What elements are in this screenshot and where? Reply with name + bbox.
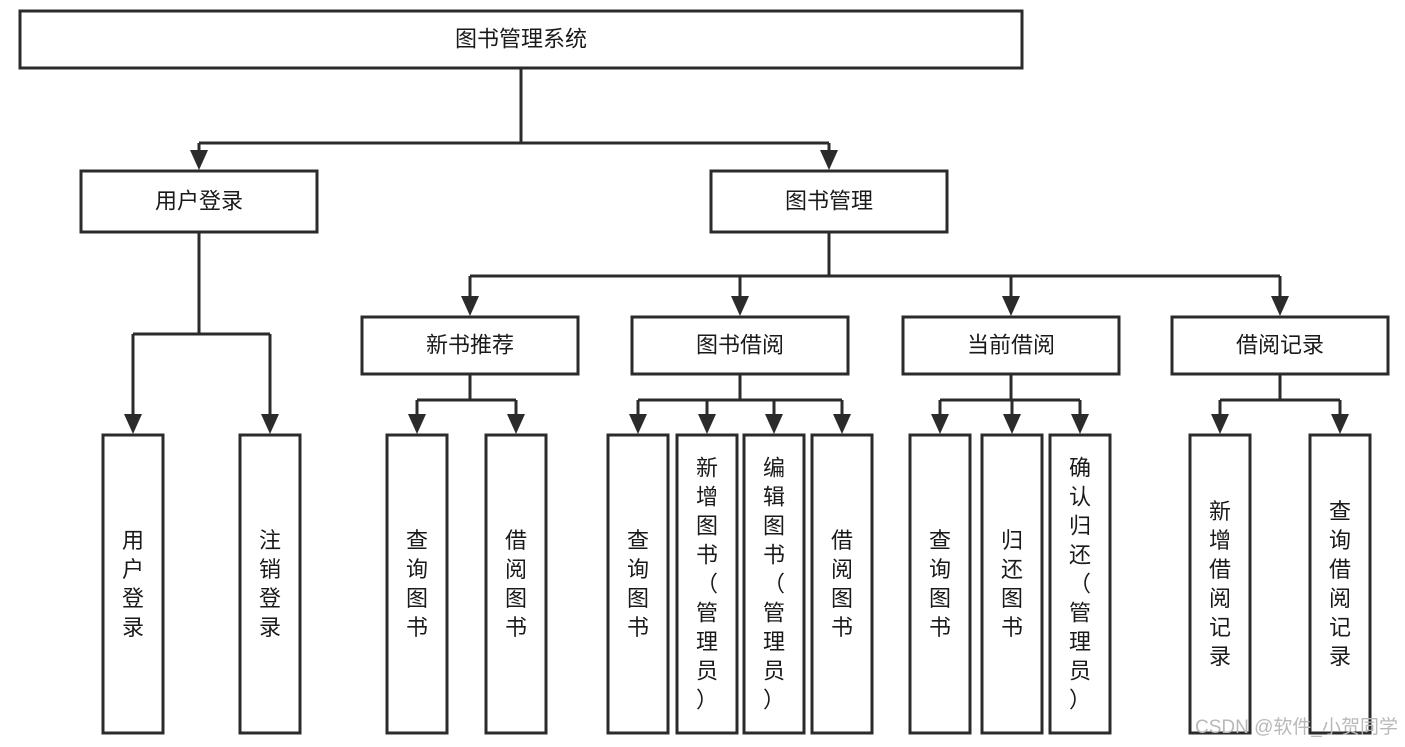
node-leaf-add-record[interactable]: 新增借阅记录 [1188, 433, 1252, 735]
node-box-leaf-borrow-book-1 [484, 433, 548, 735]
node-label-leaf-borrow-book-2: 借阅图书 [831, 528, 853, 640]
node-leaf-query-book-3[interactable]: 查询图书 [908, 433, 972, 735]
edge-group-borrow-record [1211, 374, 1349, 434]
node-box-leaf-add-book [675, 433, 739, 735]
node-label-leaf-query-book-2: 查询图书 [627, 528, 649, 640]
node-label-leaf-borrow-book-1: 借阅图书 [505, 528, 527, 640]
arrow-head-icon [765, 414, 783, 434]
node-book-manage[interactable]: 图书管理 [709, 169, 949, 234]
node-new-book-rec[interactable]: 新书推荐 [360, 315, 580, 376]
edge-group-root [190, 68, 838, 170]
node-current-borrow[interactable]: 当前借阅 [901, 315, 1121, 376]
node-box-leaf-user-login [101, 433, 165, 735]
arrow-head-icon [1071, 414, 1089, 434]
node-root[interactable]: 图书管理系统 [18, 9, 1024, 70]
arrow-head-icon [1211, 414, 1229, 434]
node-leaf-confirm-return[interactable]: 确认归还（管理员） [1048, 433, 1112, 735]
node-borrow-record[interactable]: 借阅记录 [1170, 315, 1390, 376]
node-leaf-user-login[interactable]: 用户登录 [101, 433, 165, 735]
node-label-leaf-query-book-1: 查询图书 [406, 528, 428, 640]
node-label-leaf-edit-book: 编辑图书（管理员） [763, 456, 785, 713]
arrow-head-icon [698, 414, 716, 434]
node-label-root: 图书管理系统 [455, 26, 587, 51]
node-label-leaf-user-login: 用户登录 [122, 528, 144, 640]
arrow-head-icon [629, 414, 647, 434]
node-label-leaf-query-record: 查询借阅记录 [1329, 499, 1351, 669]
arrow-head-icon [124, 414, 142, 434]
node-leaf-borrow-book-2[interactable]: 借阅图书 [810, 433, 874, 735]
node-user-login[interactable]: 用户登录 [79, 169, 319, 234]
node-label-book-borrow: 图书借阅 [696, 332, 784, 357]
node-label-current-borrow: 当前借阅 [967, 332, 1055, 357]
node-box-new-book-rec [360, 315, 580, 376]
arrow-head-icon [408, 414, 426, 434]
arrow-head-icon [1002, 296, 1020, 316]
arrow-head-icon [1271, 296, 1289, 316]
edge-group-user-login [124, 232, 279, 434]
node-leaf-logout[interactable]: 注销登录 [238, 433, 302, 735]
node-label-user-login: 用户登录 [155, 188, 243, 213]
node-box-leaf-borrow-book-2 [810, 433, 874, 735]
node-box-leaf-query-book-1 [385, 433, 449, 735]
arrow-head-icon [931, 414, 949, 434]
node-box-leaf-confirm-return [1048, 433, 1112, 735]
node-box-user-login [79, 169, 319, 234]
node-label-leaf-add-record: 新增借阅记录 [1209, 499, 1231, 669]
node-box-leaf-query-book-2 [606, 433, 670, 735]
arrow-head-icon [461, 296, 479, 316]
node-box-book-borrow [630, 315, 850, 376]
node-box-borrow-record [1170, 315, 1390, 376]
connector-lines [124, 68, 1349, 434]
node-leaf-edit-book[interactable]: 编辑图书（管理员） [742, 433, 806, 735]
edge-group-current-borrow [931, 374, 1089, 434]
node-box-book-manage [709, 169, 949, 234]
node-label-leaf-logout: 注销登录 [259, 528, 281, 640]
arrow-head-icon [261, 414, 279, 434]
node-label-leaf-add-book: 新增图书（管理员） [696, 456, 718, 713]
arrow-head-icon [1331, 414, 1349, 434]
edge-group-book-manage [461, 232, 1289, 316]
node-box-leaf-return-book [980, 433, 1044, 735]
node-boxes: 图书管理系统用户登录图书管理新书推荐图书借阅当前借阅借阅记录用户登录注销登录查询… [18, 9, 1390, 735]
node-leaf-query-record[interactable]: 查询借阅记录 [1308, 433, 1372, 735]
node-box-leaf-query-record [1308, 433, 1372, 735]
arrow-head-icon [833, 414, 851, 434]
arrow-head-icon [190, 150, 208, 170]
node-label-leaf-query-book-3: 查询图书 [929, 528, 951, 640]
node-label-borrow-record: 借阅记录 [1236, 332, 1324, 357]
node-leaf-query-book-2[interactable]: 查询图书 [606, 433, 670, 735]
node-box-leaf-add-record [1188, 433, 1252, 735]
node-book-borrow[interactable]: 图书借阅 [630, 315, 850, 376]
node-label-leaf-confirm-return: 确认归还（管理员） [1069, 456, 1091, 713]
csdn-watermark: CSDN @软件_小贺同学 [1195, 716, 1398, 738]
arrow-head-icon [820, 150, 838, 170]
node-box-leaf-logout [238, 433, 302, 735]
arrow-head-icon [1003, 414, 1021, 434]
node-box-leaf-edit-book [742, 433, 806, 735]
node-leaf-borrow-book-1[interactable]: 借阅图书 [484, 433, 548, 735]
node-label-new-book-rec: 新书推荐 [426, 332, 514, 357]
node-box-root [18, 9, 1024, 70]
arrow-head-icon [731, 296, 749, 316]
node-leaf-add-book[interactable]: 新增图书（管理员） [675, 433, 739, 735]
node-box-current-borrow [901, 315, 1121, 376]
node-leaf-return-book[interactable]: 归还图书 [980, 433, 1044, 735]
edge-group-book-borrow [629, 374, 851, 434]
node-label-leaf-return-book: 归还图书 [1001, 528, 1023, 640]
arrow-head-icon [507, 414, 525, 434]
edge-group-new-book-rec [408, 374, 525, 434]
node-label-book-manage: 图书管理 [785, 188, 873, 213]
node-leaf-query-book-1[interactable]: 查询图书 [385, 433, 449, 735]
node-box-leaf-query-book-3 [908, 433, 972, 735]
